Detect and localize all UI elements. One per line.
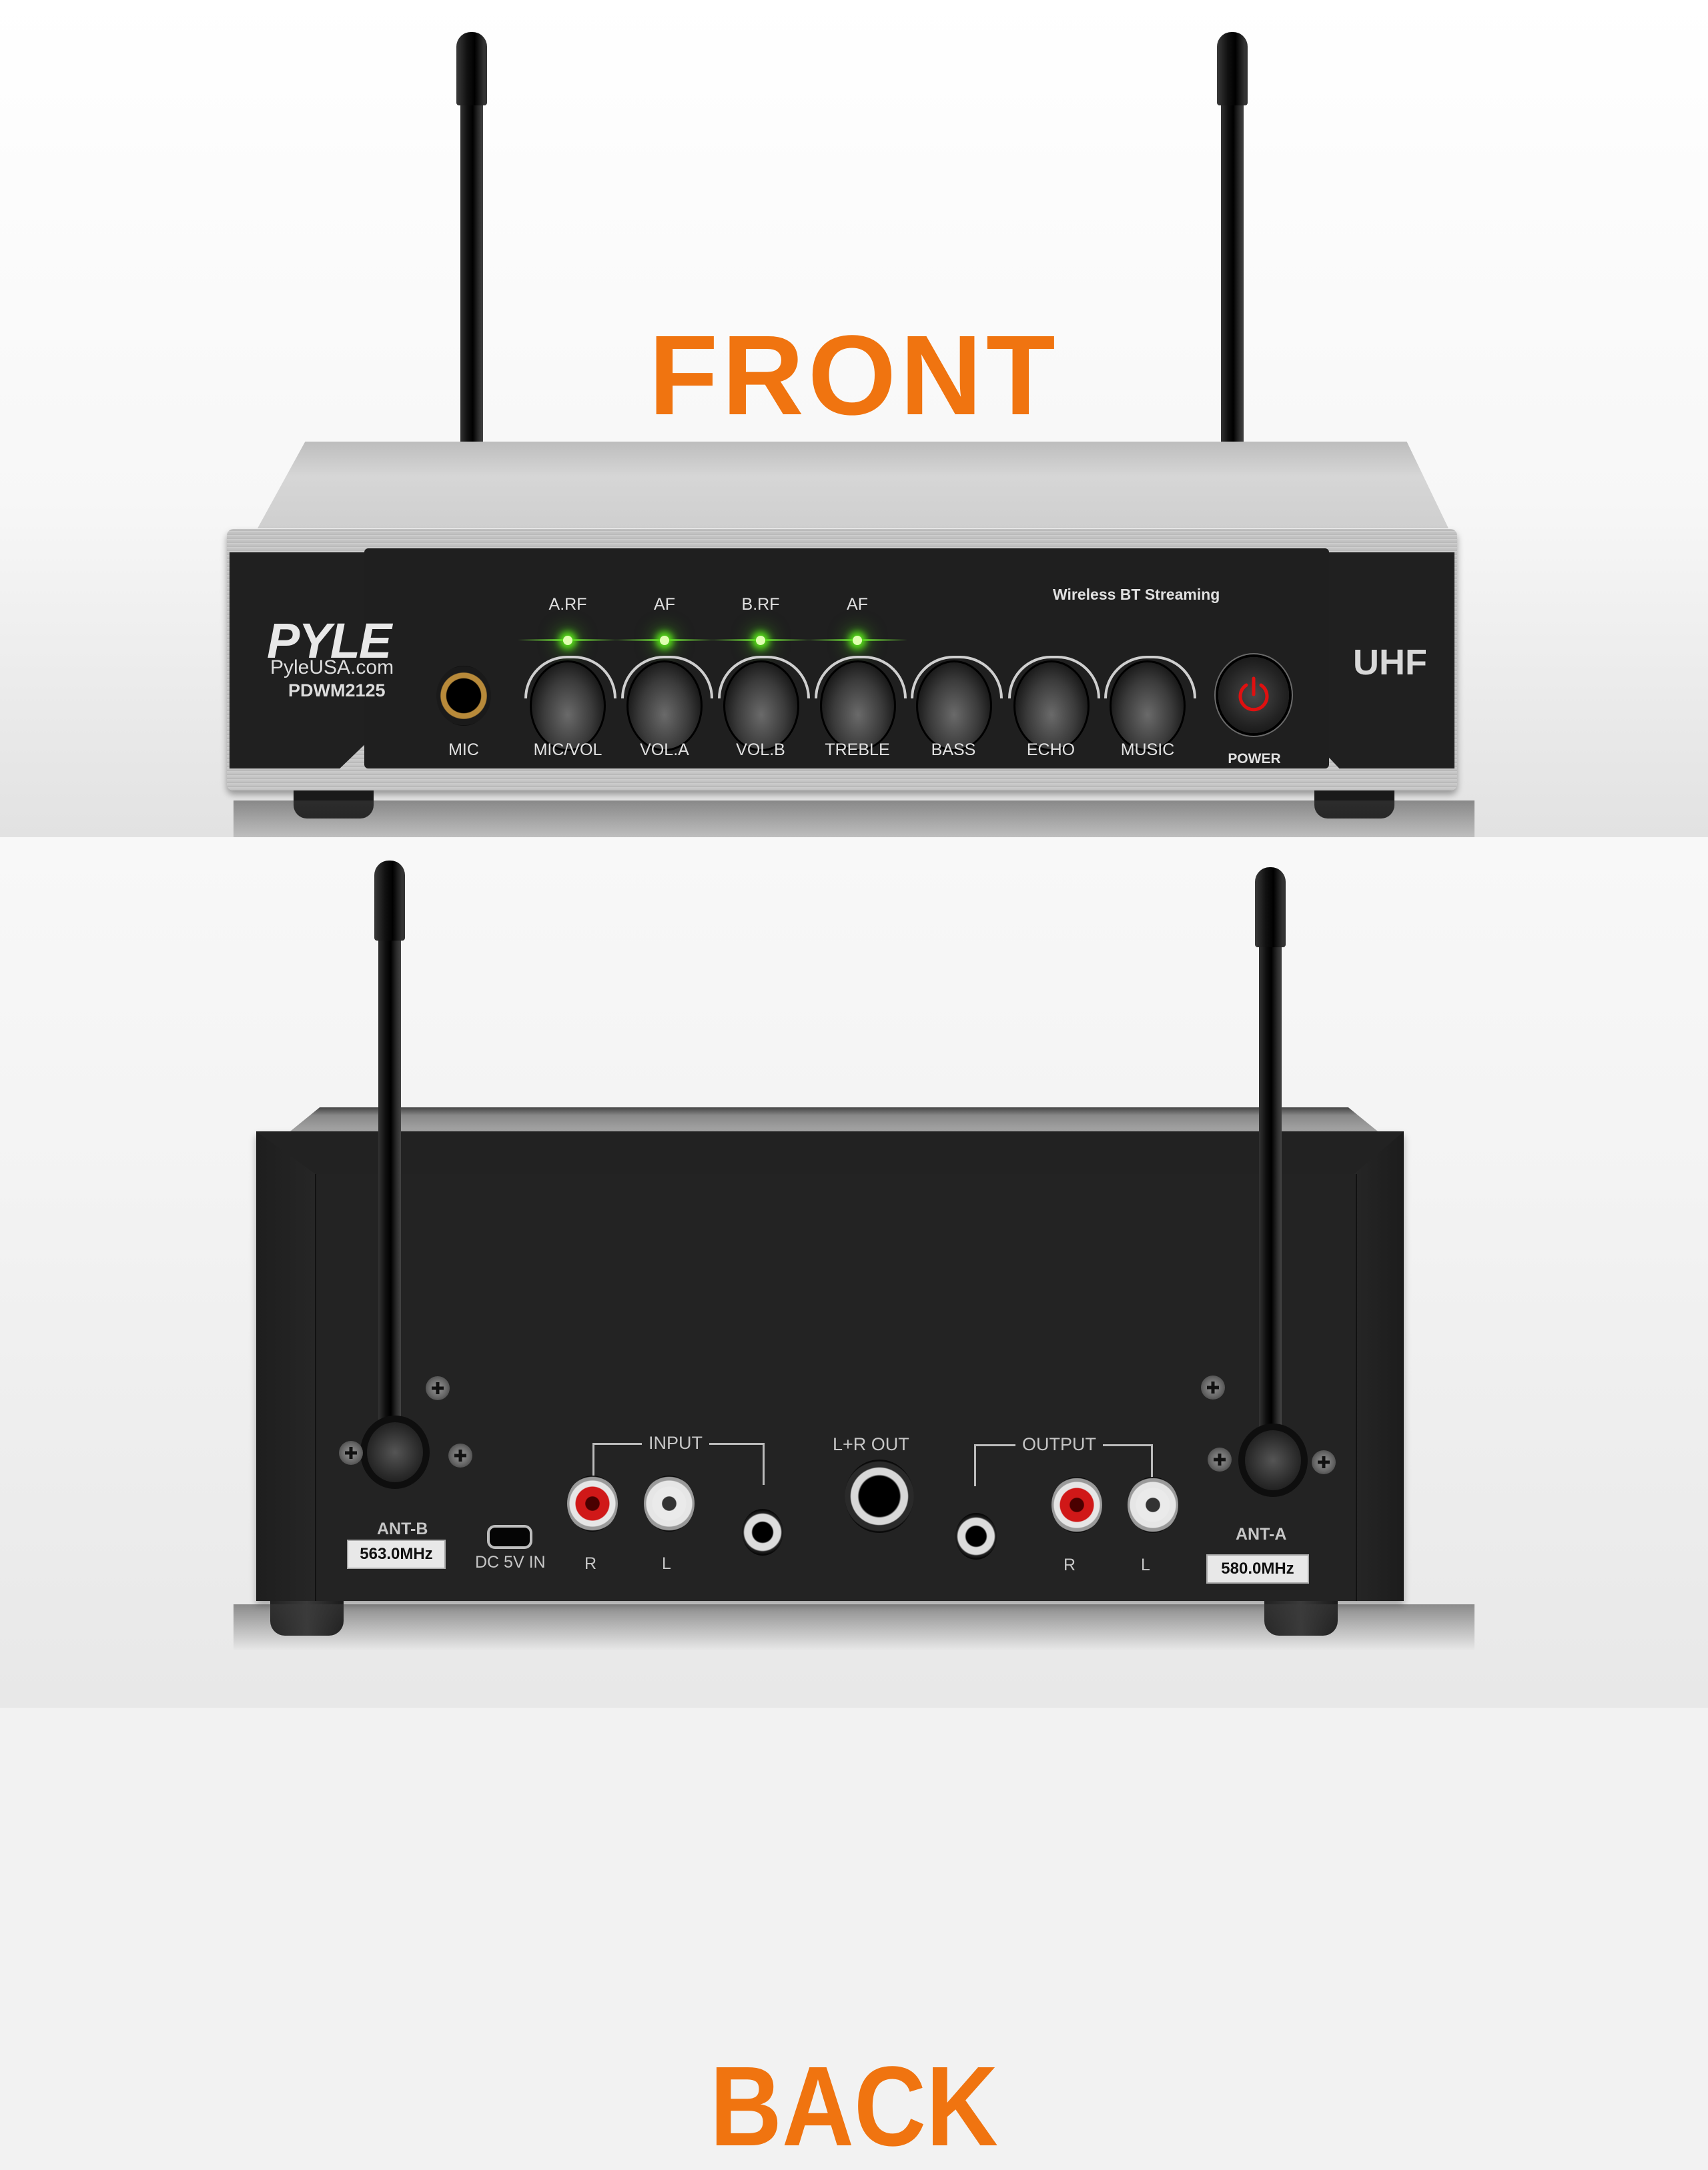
input-rca-left[interactable] — [644, 1476, 695, 1532]
bt-streaming-label: Wireless BT Streaming — [1053, 586, 1220, 603]
knob-label-bass: BASS — [931, 740, 976, 759]
power-icon — [1238, 676, 1269, 712]
led-b-rf-indicator — [756, 636, 765, 645]
screw-icon — [1201, 1376, 1225, 1400]
knob-echo[interactable] — [1013, 660, 1090, 751]
input-r-label: R — [584, 1554, 597, 1573]
input-rca-right[interactable] — [567, 1476, 618, 1532]
knob-music[interactable] — [1110, 660, 1186, 751]
knob-label-vol-a: VOL.A — [640, 740, 689, 759]
back-shadow — [234, 1604, 1474, 1651]
screw-icon — [426, 1376, 450, 1400]
led-a-rf-indicator — [563, 636, 572, 645]
ant-b-frequency-tag: 563.0MHz — [347, 1540, 446, 1569]
input-aux-jack[interactable] — [742, 1509, 783, 1556]
output-rca-right[interactable] — [1051, 1477, 1102, 1533]
lr-out-label: L+R OUT — [833, 1434, 909, 1454]
back-antenna-b — [374, 861, 405, 1448]
input-group-label: INPUT — [642, 1433, 709, 1454]
antenna-b-connector[interactable] — [360, 1416, 430, 1489]
dc-input-label: DC 5V IN — [475, 1553, 546, 1572]
ant-b-label: ANT-B — [377, 1520, 428, 1538]
power-label: POWER — [1228, 751, 1281, 766]
output-group-label: OUTPUT — [1015, 1434, 1103, 1455]
screw-icon — [448, 1444, 472, 1468]
knob-vol-b[interactable] — [723, 660, 799, 751]
knob-label-treble: TREBLE — [825, 740, 890, 759]
power-button[interactable] — [1218, 657, 1289, 733]
output-r-label: R — [1063, 1556, 1076, 1574]
screw-icon — [1208, 1448, 1232, 1472]
micro-usb-dc-port[interactable] — [490, 1528, 530, 1546]
back-unit-side-right — [1354, 1131, 1404, 1601]
model-number: PDWM2125 — [288, 680, 386, 700]
knob-label-mic-vol: MIC/VOL — [533, 740, 602, 759]
back-heading: BACK — [709, 2043, 999, 2170]
front-heading: FRONT — [649, 312, 1059, 439]
ant-a-label: ANT-A — [1236, 1525, 1287, 1544]
knob-label-vol-b: VOL.B — [736, 740, 785, 759]
led-af-b-indicator — [853, 636, 862, 645]
front-unit-top-cover — [258, 442, 1448, 528]
knob-bass[interactable] — [916, 660, 992, 751]
screw-icon — [339, 1441, 363, 1465]
brand-website: PyleUSA.com — [270, 656, 394, 678]
back-panel — [315, 1174, 1357, 1601]
back-antenna-a — [1255, 867, 1286, 1448]
front-antenna-right — [1217, 32, 1248, 446]
screw-icon — [1312, 1450, 1336, 1474]
knob-vol-a[interactable] — [626, 660, 703, 751]
front-antenna-left — [456, 32, 487, 446]
indicator-label-af-a: AF — [654, 595, 675, 614]
brand-logo: PYLE — [267, 613, 392, 668]
lr-out-jack[interactable] — [845, 1460, 914, 1533]
output-l-label: L — [1141, 1556, 1150, 1574]
uhf-band-label: UHF — [1353, 642, 1427, 682]
mic-input-jack[interactable] — [436, 666, 491, 726]
knob-mic-vol[interactable] — [530, 660, 606, 751]
indicator-label-af-b: AF — [847, 595, 868, 614]
ant-a-frequency-tag: 580.0MHz — [1206, 1554, 1309, 1584]
indicator-label-a-rf: A.RF — [548, 595, 587, 614]
led-af-a-indicator — [660, 636, 669, 645]
indicator-label-b-rf: B.RF — [741, 595, 780, 614]
input-l-label: L — [662, 1554, 671, 1573]
output-rca-left[interactable] — [1128, 1477, 1178, 1533]
knob-label-echo: ECHO — [1026, 740, 1076, 759]
back-unit-side-left — [256, 1131, 315, 1601]
back-unit-top-cover — [287, 1107, 1381, 1134]
output-aux-jack[interactable] — [955, 1513, 997, 1560]
knob-treble[interactable] — [820, 660, 896, 751]
knob-label-music: MUSIC — [1120, 740, 1175, 759]
mic-jack-label: MIC — [448, 740, 479, 759]
antenna-a-connector[interactable] — [1238, 1424, 1308, 1497]
